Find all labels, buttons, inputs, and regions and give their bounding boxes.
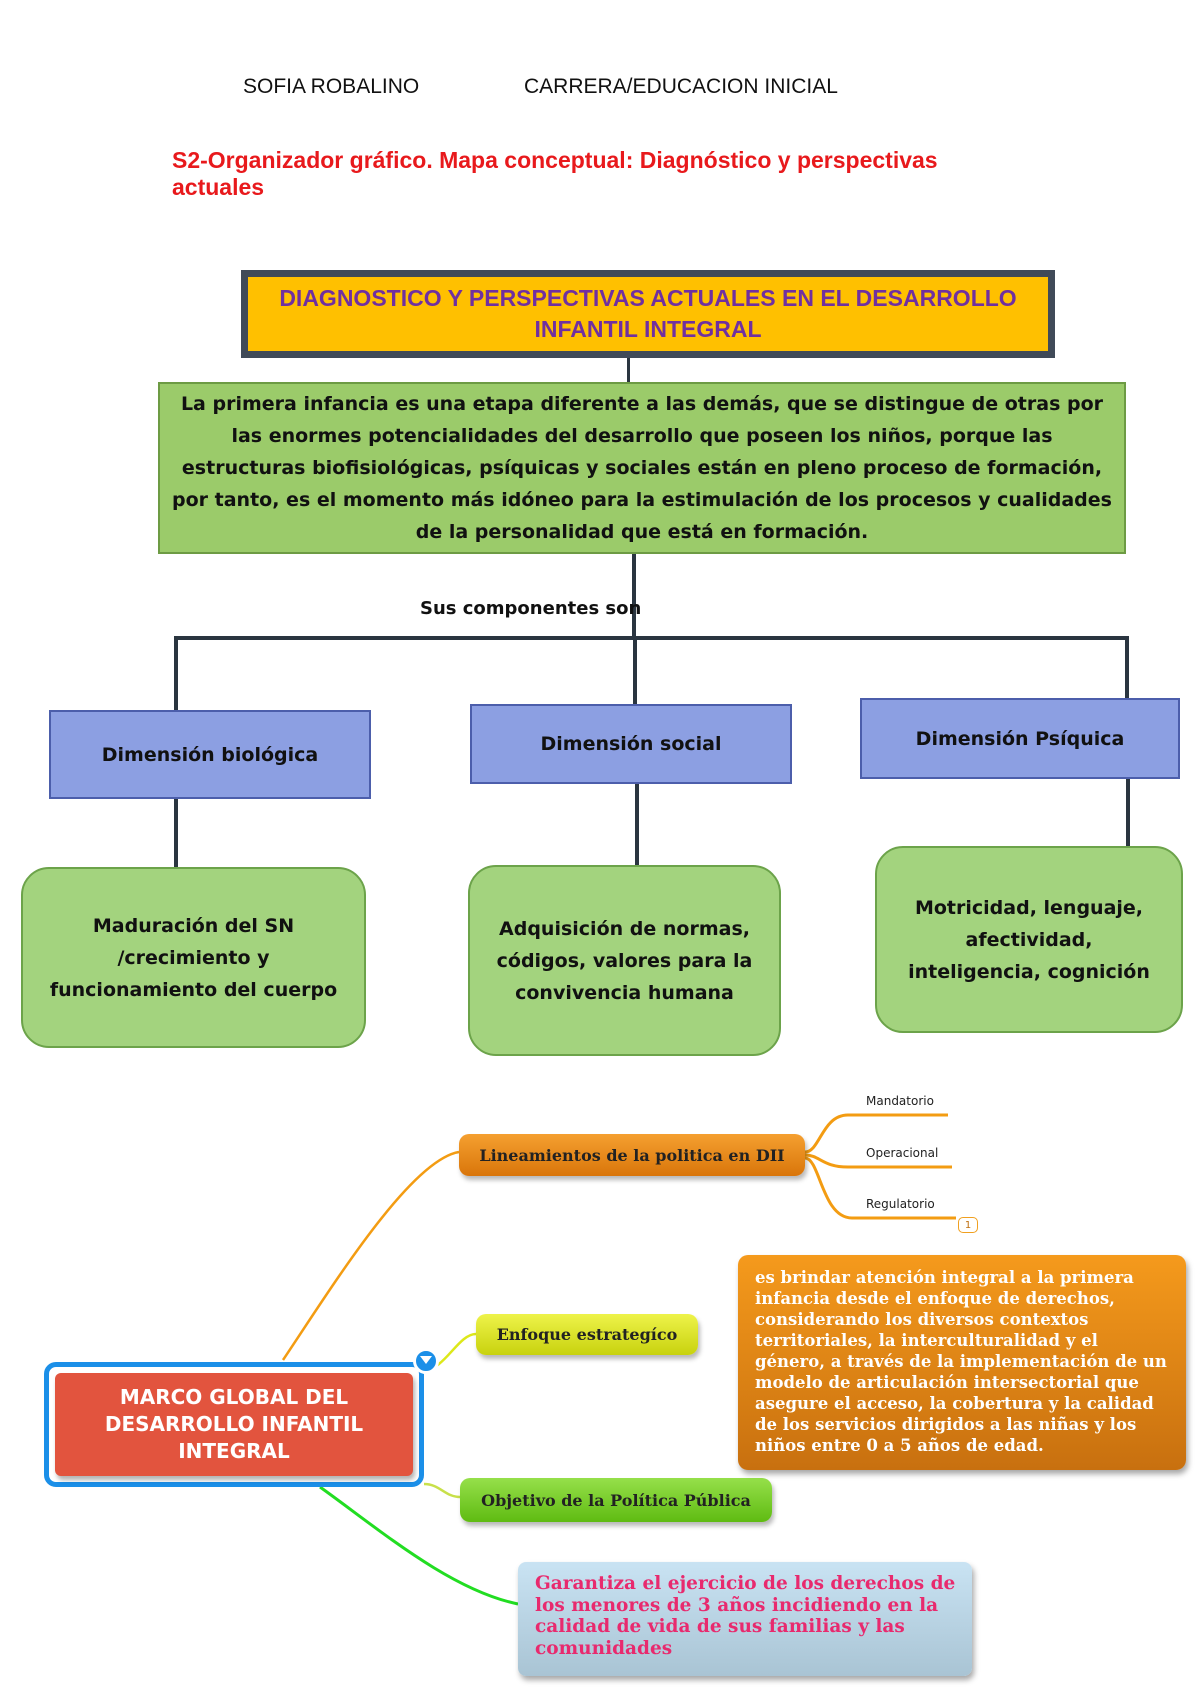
connector-to-psiquica (1125, 636, 1129, 698)
sub-line-regulatorio (804, 1156, 956, 1220)
chevron-down-icon (420, 1356, 432, 1364)
concept-map-title: DIAGNOSTICO Y PERSPECTIVAS ACTUALES EN E… (241, 270, 1055, 358)
sub-branch-mandatorio[interactable]: Mandatorio (866, 1094, 934, 1108)
branch-enfoque[interactable]: Enfoque estrategíco (476, 1314, 698, 1355)
author-name: SOFIA ROBALINO (243, 75, 420, 98)
branch-lineamientos[interactable]: Lineamientos de la politica en DII (459, 1134, 805, 1176)
sub-branch-operacional[interactable]: Operacional (866, 1146, 939, 1160)
intro-text-box: La primera infancia es una etapa diferen… (158, 382, 1126, 554)
detail-biologica: Maduración del SN /crecimiento y funcion… (21, 867, 366, 1048)
career-label: CARRERA/EDUCACION INICIAL (524, 75, 838, 98)
branch-line-objetivo-note (319, 1485, 519, 1606)
detail-psiquica: Motricidad, lenguaje, afectividad, intel… (875, 846, 1183, 1033)
connector-intro-components (632, 554, 636, 636)
connector-horizontal-bar (174, 636, 1128, 640)
connector-social-detail (635, 783, 639, 865)
connector-title-intro (627, 358, 630, 382)
page-subtitle: S2-Organizador gráfico. Mapa conceptual:… (172, 147, 938, 200)
sub-branch-regulatorio[interactable]: Regulatorio (866, 1197, 935, 1211)
notes-count-badge[interactable]: 1 (958, 1217, 978, 1233)
central-node[interactable]: MARCO GLOBAL DEL DESARROLLO INFANTIL INT… (44, 1362, 424, 1487)
branch-objetivo[interactable]: Objetivo de la Política Pública (460, 1478, 772, 1522)
dimension-psiquica: Dimensión Psíquica (860, 698, 1180, 779)
enfoque-note: es brindar atención integral a la primer… (738, 1255, 1186, 1470)
dimension-biologica: Dimensión biológica (49, 710, 371, 799)
connector-psiquica-detail (1126, 778, 1130, 846)
connector-label: Sus componentes son (420, 598, 642, 619)
detail-social: Adquisición de normas, códigos, valores … (468, 865, 781, 1056)
sub-line-mandatorio (804, 1113, 948, 1154)
objetivo-note: Garantiza el ejercicio de los derechos d… (518, 1562, 972, 1676)
sub-line-operacional (804, 1153, 952, 1169)
branch-line-objetivo (423, 1482, 461, 1499)
central-node-label: MARCO GLOBAL DEL DESARROLLO INFANTIL INT… (55, 1373, 413, 1476)
connector-to-social (633, 636, 637, 704)
branch-line-lineamientos (281, 1150, 460, 1361)
connector-to-biologica (174, 636, 178, 710)
connector-biologica-detail (174, 797, 178, 867)
dimension-social: Dimensión social (470, 704, 792, 784)
